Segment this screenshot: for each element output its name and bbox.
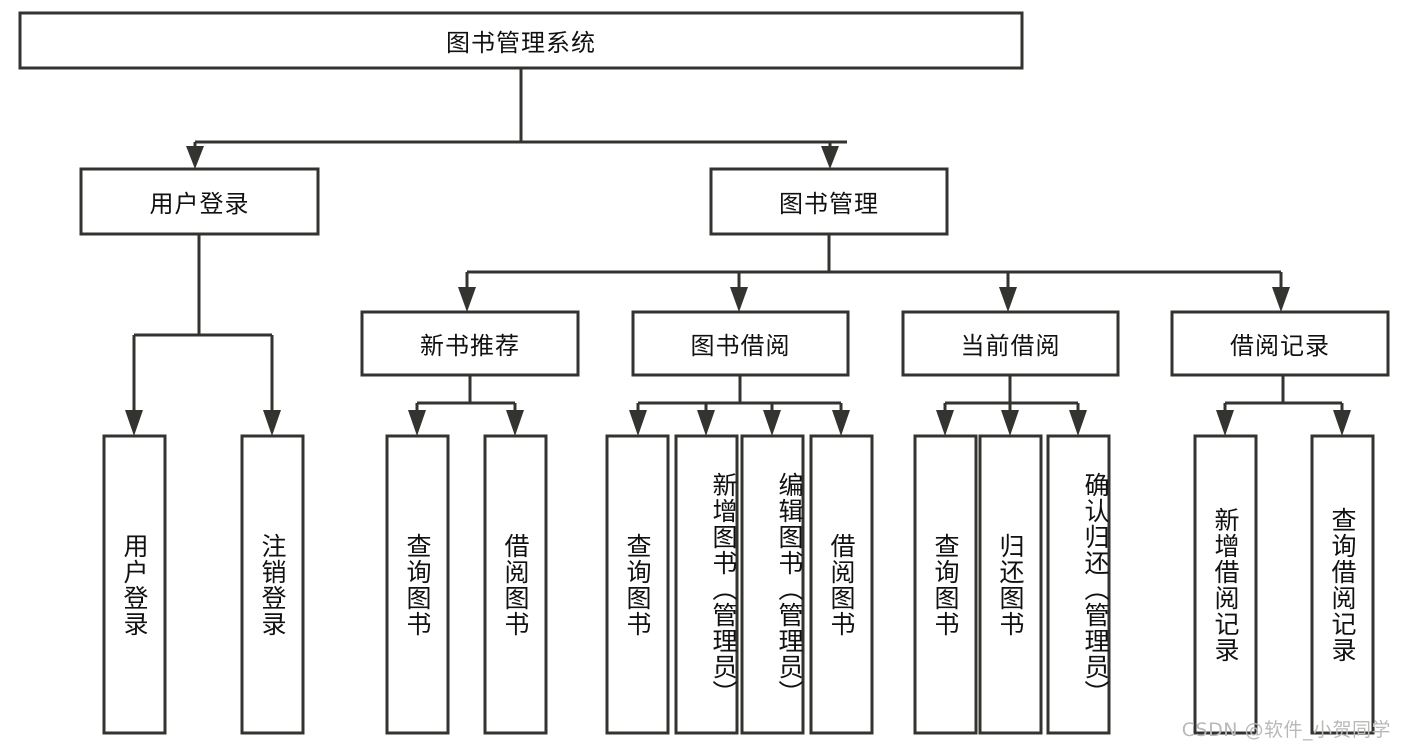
node-book-manage[interactable] xyxy=(709,167,949,236)
node-borrow-record[interactable] xyxy=(1170,310,1390,377)
arrowhead-leaf-query-book-3 xyxy=(936,410,954,436)
node-leaf-user-logout[interactable] xyxy=(240,434,305,735)
arrowhead-leaf-user-logout xyxy=(263,410,281,436)
arrowhead-leaf-return-book xyxy=(1001,410,1019,436)
arrowhead-leaf-query-book-2 xyxy=(629,410,647,436)
node-leaf-add-book[interactable] xyxy=(674,434,739,735)
connector-group-book-borrow xyxy=(629,375,850,436)
arrowhead-current-borrow xyxy=(999,287,1017,312)
arrowhead-leaf-user-login xyxy=(125,410,143,436)
node-leaf-user-login[interactable] xyxy=(102,434,167,735)
node-leaf-return-book[interactable] xyxy=(978,434,1043,735)
connector-group-root xyxy=(186,68,847,169)
arrowhead-leaf-add-book xyxy=(697,410,715,436)
arrowhead-book-borrow xyxy=(730,287,748,312)
arrowhead-leaf-borrow-book-1 xyxy=(506,410,524,436)
connector-group-borrow-record xyxy=(1216,375,1351,436)
arrowhead-leaf-query-book-1 xyxy=(408,410,426,436)
node-root[interactable] xyxy=(18,11,1024,70)
node-leaf-query-record[interactable] xyxy=(1310,434,1375,735)
arrowhead-new-book-rec xyxy=(458,287,476,312)
node-leaf-query-book-2[interactable] xyxy=(605,434,670,735)
connector-group-user-login xyxy=(125,234,281,436)
arrowhead-leaf-confirm-return xyxy=(1069,410,1087,436)
node-leaf-edit-book[interactable] xyxy=(740,434,805,735)
node-user-login[interactable] xyxy=(79,167,320,236)
arrowhead-book-manage xyxy=(821,146,839,169)
node-leaf-borrow-book-1[interactable] xyxy=(483,434,548,735)
csdn-watermark: CSDN @软件_小贺同学 xyxy=(1181,719,1391,741)
node-current-borrow[interactable] xyxy=(901,310,1120,377)
arrowhead-borrow-record xyxy=(1272,287,1290,312)
arrowhead-leaf-edit-book xyxy=(763,410,781,436)
connector-group-new-book-rec xyxy=(408,375,524,436)
node-book-borrow[interactable] xyxy=(631,310,850,377)
node-new-book-rec[interactable] xyxy=(360,310,580,377)
node-leaf-query-book-3[interactable] xyxy=(913,434,978,735)
arrowhead-leaf-query-record xyxy=(1333,410,1351,436)
connector-group-book-manage xyxy=(458,234,1290,312)
arrowhead-leaf-add-record xyxy=(1216,410,1234,436)
node-leaf-borrow-book-2[interactable] xyxy=(809,434,874,735)
connector-group-current-borrow xyxy=(936,375,1087,436)
node-leaf-add-record[interactable] xyxy=(1193,434,1258,735)
arrowhead-user-login xyxy=(186,146,204,169)
arrowhead-leaf-borrow-book-2 xyxy=(832,410,850,436)
node-leaf-query-book-1[interactable] xyxy=(385,434,450,735)
node-leaf-confirm-return[interactable] xyxy=(1046,434,1111,735)
